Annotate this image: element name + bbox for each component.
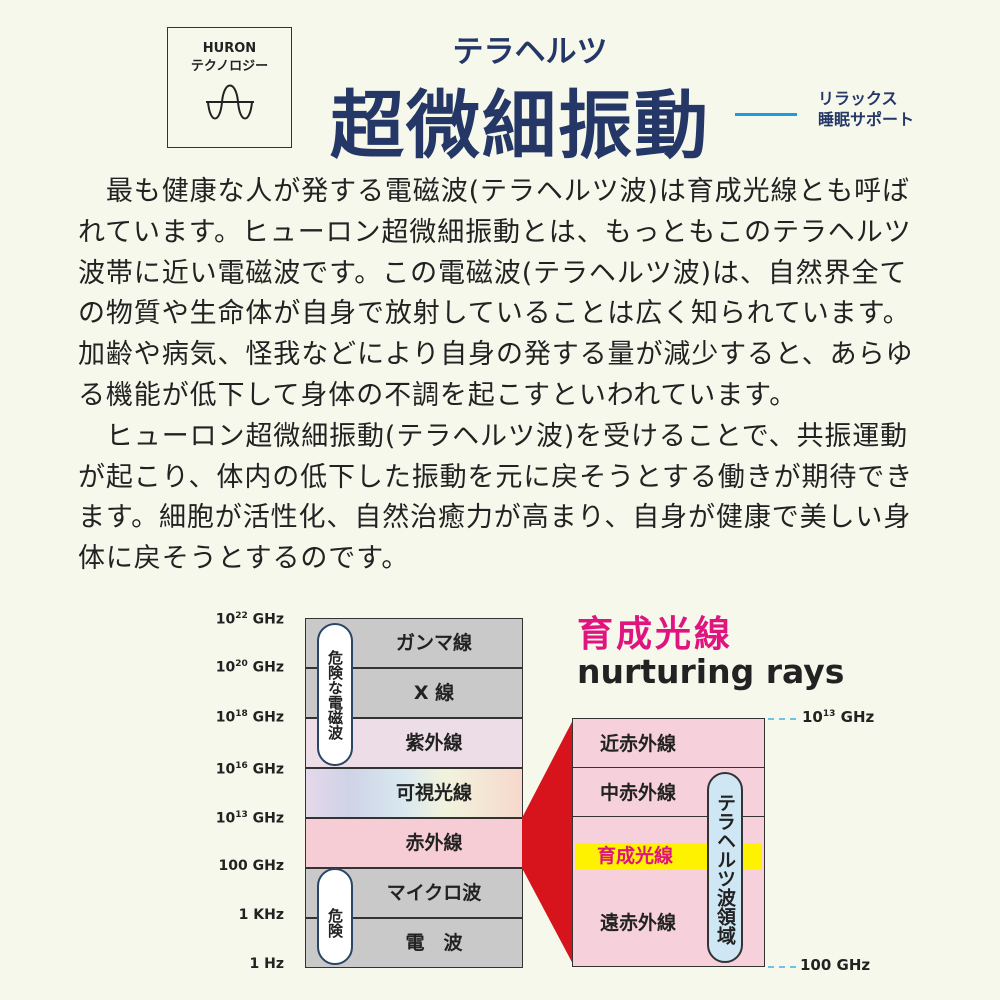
tagline-relax: リラックス [818,89,898,108]
page-title: 超微細振動 [330,83,710,169]
paragraph-line: れています。ヒューロン超微細振動とは、もっともこのテラヘルツ [78,216,912,248]
tagline-sleep: 睡眠サポート [818,110,915,129]
subtitle: テラヘルツ [452,34,608,70]
freq-label: 1018 GHz [215,709,284,726]
freq-label: 1016 GHz [215,761,284,778]
freq-label: 1022 GHz [215,611,284,628]
band-visible: 可視光線 [305,767,523,818]
nurturing-rays-title: 育成光線 [577,614,734,655]
freq-label: 1 KHz [238,907,284,923]
paragraph-line: 波帯に近い電磁波です。この電磁波(テラヘルツ波)は、自然界全て [78,257,908,289]
tagline: リラックス 睡眠サポート [818,88,914,130]
bottom-freq-label: 100 GHz [800,956,871,974]
top-freq-label: 1013 GHz [802,708,875,726]
paragraph-line: ヒューロン超微細振動(テラヘルツ波)を受けることで、共振運動 [78,420,909,452]
band-infrared: 赤外線 [305,817,523,868]
dashed-leader [768,718,796,720]
paragraph-line: 体に戻そうとするのです。 [78,543,410,575]
freq-label: 1013 GHz [215,810,284,827]
freq-label: 1020 GHz [215,659,284,676]
paragraph-line: る機能が低下して身体の不調を起こすといわれています。 [78,379,798,411]
terahertz-region-badge: テラヘルツ波領域 [707,772,743,963]
paragraph-line: ます。細胞が活性化、自然治癒力が高まり、自身が健康で美しい身 [78,502,912,534]
freq-label: 1 Hz [249,956,284,972]
logo-brand: HURON [202,41,257,56]
paragraph-line: 最も健康な人が発する電磁波(テラヘルツ波)は育成光線とも呼ば [78,176,910,207]
dashed-leader [768,966,796,968]
paragraph-line: の物質や生命体が自身で放射していることは広く知られています。 [78,298,911,330]
zoom-connector [522,718,574,966]
band-near-infrared: 近赤外線 [572,718,765,769]
logo-subtitle: テクノロジー [190,59,269,74]
title-divider [735,113,797,116]
freq-label: 100 GHz [218,858,284,874]
danger-badge: 危険 [317,868,353,965]
wave-icon [205,84,254,120]
paragraph-line: 加齢や病気、怪我などにより自身の発する量が減少すると、あらゆ [78,339,914,371]
paragraph-line: が起こり、体内の低下した振動を元に戻そうとする働きが期待でき [78,461,914,493]
huron-technology-logo: HURON テクノロジー [167,27,292,148]
danger-em-badge: 危険な電磁波 [317,623,353,766]
nurturing-rays-subtitle: nurturing rays [577,652,845,691]
description-paragraph: 最も健康な人が発する電磁波(テラヘルツ波)は育成光線とも呼ば れています。ヒュー… [78,172,938,580]
